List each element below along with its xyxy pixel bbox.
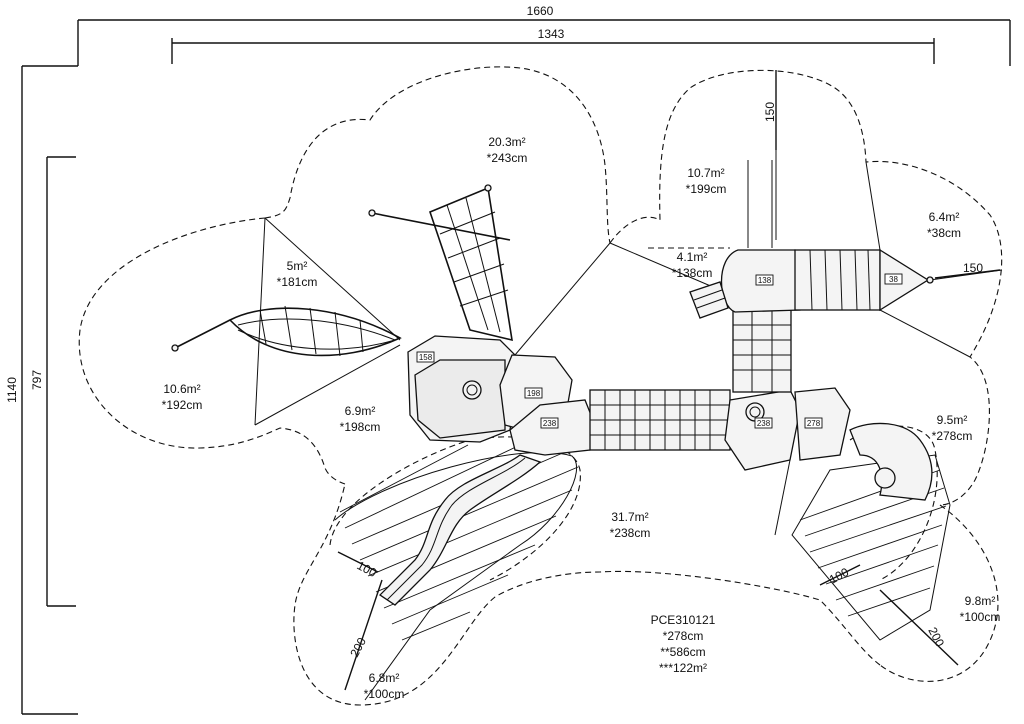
svg-text:*138cm: *138cm: [672, 266, 713, 280]
overall-width-label: 1660: [527, 4, 554, 18]
svg-text:9.5m²: 9.5m²: [937, 413, 968, 427]
product-info: PCE310121 *278cm **586cm ***122m²: [651, 613, 716, 675]
height-tag-right-label: 150: [963, 261, 983, 275]
product-info-line3: ***122m²: [659, 661, 707, 675]
svg-text:*198cm: *198cm: [340, 420, 381, 434]
climbing-net-top: [368, 184, 513, 342]
tube-slide-right: [849, 422, 933, 501]
zone-label-right: 9.5m² *278cm: [932, 413, 973, 443]
svg-text:*181cm: *181cm: [277, 275, 318, 289]
overall-depth-label: 1140: [5, 377, 19, 403]
stairs-small: [689, 281, 729, 319]
svg-text:198: 198: [527, 389, 541, 398]
svg-text:6.9m²: 6.9m²: [345, 404, 376, 418]
svg-text:238: 238: [543, 419, 557, 428]
zone-label-center: 31.7m² *238cm: [610, 510, 651, 540]
height-marker-top: 150: [763, 70, 777, 150]
svg-text:*100cm: *100cm: [364, 687, 405, 701]
left-runout-length: 200: [347, 635, 369, 660]
zone-label-top-right: 10.7m² *199cm: [686, 166, 727, 196]
svg-text:138: 138: [758, 276, 772, 285]
zone-label-top-center: 20.3m² *243cm: [487, 135, 528, 165]
zone-outline-lower-right: [879, 504, 999, 682]
svg-text:5m²: 5m²: [287, 259, 308, 273]
dimension-overall-depth: 1140: [5, 65, 78, 715]
right-runout-width: 100: [827, 565, 852, 587]
svg-text:*38cm: *38cm: [927, 226, 961, 240]
svg-text:*100cm: *100cm: [960, 610, 1001, 624]
svg-text:31.7m²: 31.7m²: [611, 510, 648, 524]
tower-right: [724, 387, 851, 471]
svg-text:4.1m²: 4.1m²: [677, 250, 708, 264]
svg-text:20.3m²: 20.3m²: [488, 135, 525, 149]
product-code: PCE310121: [651, 613, 716, 627]
platform-tags: 158 198 238 138 38 238 278: [416, 273, 903, 429]
dimension-inner-depth: 797: [30, 156, 76, 607]
bridge-center: [589, 389, 731, 451]
platform-tag: 158: [416, 351, 435, 363]
svg-text:*238cm: *238cm: [610, 526, 651, 540]
svg-text:238: 238: [757, 419, 771, 428]
dimension-overall-width: 1660: [77, 4, 1011, 66]
product-info-line2: **586cm: [660, 645, 705, 659]
svg-text:6.4m²: 6.4m²: [929, 210, 960, 224]
svg-text:10.6m²: 10.6m²: [163, 382, 200, 396]
product-info-line1: *278cm: [663, 629, 704, 643]
slide-runout-right: 100 200: [791, 454, 959, 666]
svg-text:*192cm: *192cm: [162, 398, 203, 412]
zone-label-left: 10.6m² *192cm: [162, 382, 203, 412]
zone-label-slide-right: 9.8m² *100cm: [960, 594, 1001, 624]
svg-text:158: 158: [419, 353, 433, 362]
zone-label-right-upper: 6.4m² *38cm: [927, 210, 961, 240]
zone-label-small-center: 4.1m² *138cm: [672, 250, 713, 280]
zone-labels: 20.3m² *243cm 10.7m² *199cm 6.4m² *38cm …: [162, 135, 1001, 701]
svg-text:*199cm: *199cm: [686, 182, 727, 196]
tower-left: [407, 335, 521, 443]
platform-tag: 238: [754, 417, 773, 429]
height-marker-right: 150: [934, 261, 1001, 279]
zone-outline-top: [264, 66, 611, 244]
svg-text:278: 278: [807, 419, 821, 428]
platform-tag: 278: [804, 417, 823, 429]
dimension-inner-width: 1343: [171, 27, 935, 64]
svg-text:9.8m²: 9.8m²: [965, 594, 996, 608]
slide-runout-left: 100 200: [334, 444, 579, 701]
svg-text:*278cm: *278cm: [932, 429, 973, 443]
svg-text:10.7m²: 10.7m²: [687, 166, 724, 180]
zone-label-slide-left: 6.8m² *100cm: [364, 671, 405, 701]
svg-text:*243cm: *243cm: [487, 151, 528, 165]
vertical-ladder: [732, 309, 792, 393]
platform-tag: 238: [540, 417, 559, 429]
rope-bridge-left: [171, 305, 402, 357]
right-runout-length: 200: [925, 625, 947, 650]
height-tag-top-label: 150: [763, 102, 777, 122]
zone-dividers: [254, 70, 1003, 536]
platform-tag: 138: [755, 274, 774, 286]
platform-upper-right: [720, 160, 934, 313]
svg-text:38: 38: [889, 275, 898, 284]
platform-tag: 198: [524, 387, 543, 399]
zone-outline-left: [78, 217, 346, 485]
platform-tag: 38: [884, 273, 903, 285]
inner-depth-label: 797: [30, 370, 44, 390]
tube-slide-left: [378, 454, 542, 606]
tower-center-left: [499, 354, 596, 456]
inner-width-label: 1343: [538, 27, 565, 41]
zone-label-center-left: 6.9m² *198cm: [340, 404, 381, 434]
svg-text:6.8m²: 6.8m²: [369, 671, 400, 685]
zone-label-left-upper: 5m² *181cm: [277, 259, 318, 289]
